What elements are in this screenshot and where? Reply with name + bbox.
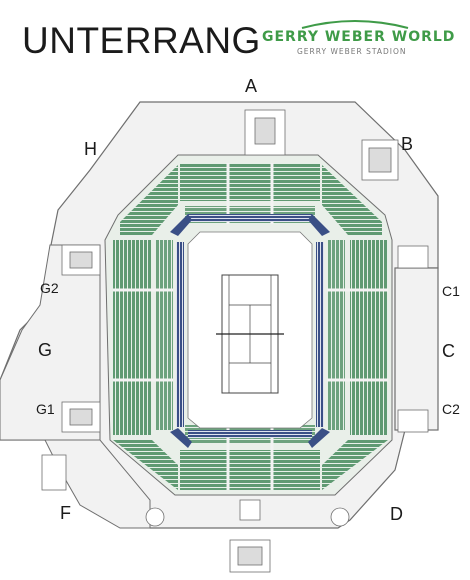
entrance-label-f: F — [60, 503, 71, 523]
page-title: UNTERRANG — [22, 20, 261, 61]
entrance-label-d: D — [390, 504, 403, 524]
vip-boxes — [170, 214, 330, 448]
brand-arc-icon — [301, 20, 409, 29]
brand-subtitle: GERRY WEBER STADION — [297, 47, 407, 56]
entrance-label-g2: G2 — [40, 280, 59, 296]
seat-block-east — [350, 240, 388, 435]
seat-block-nw — [120, 165, 178, 235]
entrance-label-g: G — [38, 340, 52, 360]
seat-block-se — [322, 440, 388, 490]
entrance-label-a: A — [245, 76, 257, 96]
tennis-court — [187, 231, 313, 429]
seat-block-ne — [322, 165, 382, 235]
entrance-label-c1: C1 — [442, 283, 460, 299]
brand-logo: GERRY WEBER WORLD — [262, 29, 456, 45]
entrance-label-h: H — [84, 139, 97, 159]
seat-block-west — [113, 240, 151, 435]
seat-block-sw — [113, 440, 178, 490]
entrance-label-b: B — [401, 134, 413, 154]
seat-block-south — [180, 450, 320, 490]
entrance-label-c2: C2 — [442, 401, 460, 417]
entrance-label-g1: G1 — [36, 401, 55, 417]
entrance-label-c: C — [442, 341, 455, 361]
seat-block-north — [180, 163, 320, 201]
entrance-structures — [41, 109, 429, 573]
entrance-labels: A B C1 C C2 D F G1 G G2 H — [36, 76, 460, 524]
